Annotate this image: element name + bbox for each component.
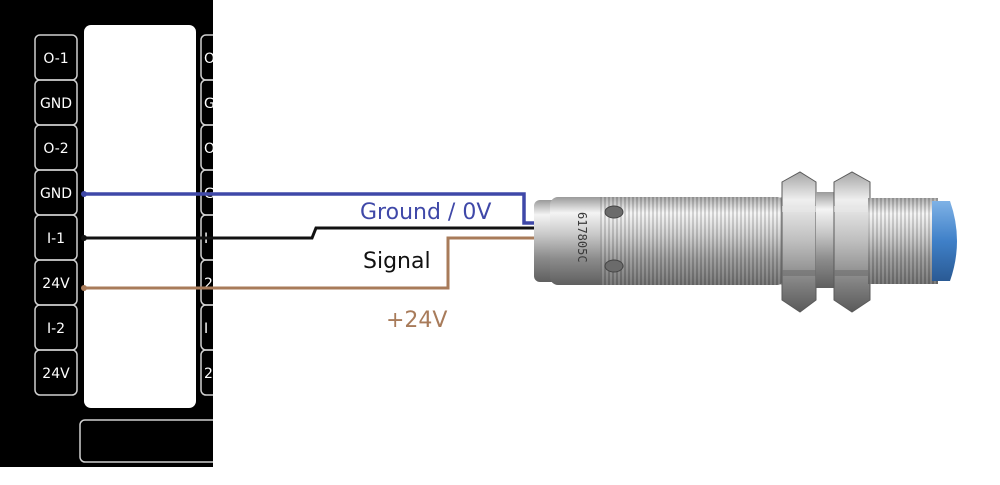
wire-terminal-dot xyxy=(81,285,87,291)
power-wire-label: +24V xyxy=(386,308,447,333)
crop-edge xyxy=(213,0,233,485)
sensor-thread xyxy=(600,197,785,285)
terminal-pin-label: O-2 xyxy=(43,141,68,157)
terminal-pin-label: O xyxy=(204,51,215,67)
terminal-pin-label: GND xyxy=(40,186,72,202)
terminal-pin-label: O xyxy=(204,141,215,157)
terminal-pin: 24V xyxy=(34,349,78,396)
sensor-nut xyxy=(781,171,817,313)
sensor-screw xyxy=(604,205,624,219)
proximity-sensor: 617805C xyxy=(534,171,957,313)
power-wire xyxy=(84,236,548,290)
terminal-pin-label: GND xyxy=(40,96,72,112)
terminal-pin-label: G xyxy=(204,96,215,112)
terminal-pin-label: 2 xyxy=(204,366,213,382)
wire-terminal-dot xyxy=(81,191,87,197)
terminal-pin-label: 2 xyxy=(204,276,213,292)
terminal-pin-label: 24V xyxy=(42,366,70,382)
sensor-marking: 617805C xyxy=(575,212,589,263)
signal-wire-label: Signal xyxy=(363,249,431,274)
signal-wire xyxy=(84,226,548,240)
pin-column-left: O-1 GND O-2 GND I-1 24V xyxy=(34,34,78,396)
sensor-nut xyxy=(833,171,871,313)
sensor-washer xyxy=(816,192,838,288)
wires: Ground / 0V Signal +24V xyxy=(81,191,548,333)
sensor-screw xyxy=(604,259,624,273)
terminal-pin-label: I xyxy=(204,321,208,337)
sensor-tip xyxy=(932,201,957,281)
wire-terminal-dot xyxy=(81,235,87,241)
terminal-label-strip xyxy=(84,25,196,408)
terminal-pin-label: I-1 xyxy=(47,231,65,247)
terminal-block: O-1 GND O-2 GND I-1 24V xyxy=(0,0,233,485)
terminal-pin-label: 24V xyxy=(42,276,70,292)
terminal-pin-label: O-1 xyxy=(43,51,68,67)
sensor-front-thread-texture xyxy=(868,198,938,284)
terminal-pin-label: I-2 xyxy=(47,321,65,337)
ground-wire-label: Ground / 0V xyxy=(360,200,491,225)
